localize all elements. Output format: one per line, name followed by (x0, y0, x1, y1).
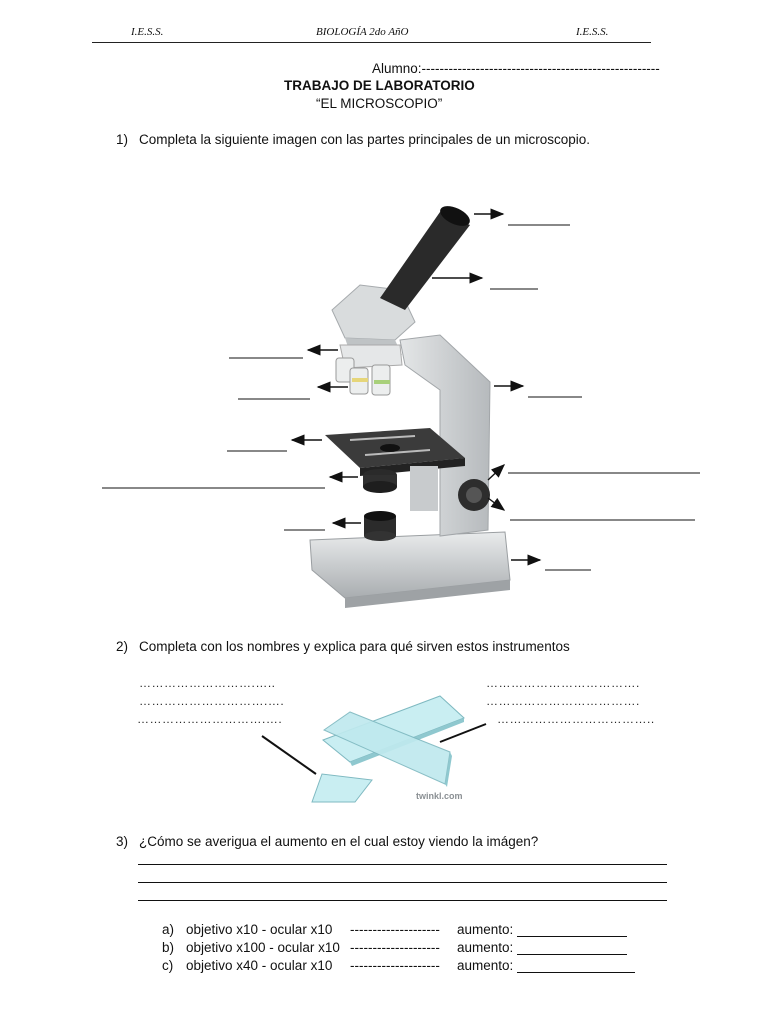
focus-knob-icon (458, 479, 490, 511)
q2-right-dots-3: ……………………………….. (497, 712, 655, 726)
lamp-icon (364, 511, 396, 541)
q1-text: Completa la siguiente imagen con las par… (139, 132, 590, 147)
item-blank (517, 972, 635, 973)
q3-item-b: b) objetivo x100 - ocular x10 ----------… (162, 940, 627, 955)
pointer-lines (261, 723, 487, 775)
item-dashes: -------------------- (350, 958, 440, 973)
q3-item-c: c) objetivo x40 - ocular x10 -----------… (162, 958, 635, 973)
objectives-icon (335, 344, 403, 396)
slides-figure: twinkl.com (261, 695, 487, 803)
item-blank (517, 936, 627, 937)
item-letter: c) (162, 958, 174, 973)
item-label: aumento: (457, 922, 514, 937)
q2-text: Completa con los nombres y explica para … (139, 639, 570, 654)
item-text: objetivo x100 - ocular x10 (186, 940, 340, 955)
header-rule (92, 42, 651, 43)
item-dashes: -------------------- (350, 922, 440, 937)
cover-slip-icon (311, 773, 373, 803)
eyepiece-icon (380, 206, 470, 310)
student-dashes: ----------------------------------------… (421, 61, 660, 76)
header-right: I.E.S.S. (576, 26, 609, 38)
q2-right-dots-2: ………………………………. (486, 694, 640, 708)
q2-left-dots-1: ……………………….….. (139, 676, 276, 690)
header-left: I.E.S.S. (131, 26, 164, 38)
item-dashes: -------------------- (350, 940, 440, 955)
q3-number: 3) (116, 834, 129, 849)
slide-glass-2-icon (322, 711, 452, 787)
q2-number: 2) (116, 639, 129, 654)
item-letter: a) (162, 922, 175, 937)
q3-text: ¿Cómo se averigua el aumento en el cual … (139, 834, 539, 849)
q3-answer-line-1 (138, 864, 667, 865)
label-arrows (290, 208, 542, 566)
watermark: twinkl.com (416, 791, 463, 801)
condenser-icon (363, 466, 438, 511)
header-center: BIOLOGÍA 2do AñO (316, 26, 409, 38)
q1-number: 1) (116, 132, 129, 147)
item-blank (517, 954, 627, 955)
q3-answer-line-2 (138, 882, 667, 883)
q2-left-dots-2: ………………………….…. (139, 694, 285, 708)
q2-left-dots-3: ………………………….…. (137, 712, 283, 726)
student-line: Alumno:---------------------------------… (372, 61, 660, 76)
microscope-figure (102, 206, 700, 608)
item-label: aumento: (457, 958, 514, 973)
q2-right-dots-1: ………………………………. (486, 676, 640, 690)
page-title: TRABAJO DE LABORATORIO (284, 78, 475, 93)
item-letter: b) (162, 940, 175, 955)
page-subtitle: “EL MICROSCOPIO” (316, 96, 443, 111)
item-text: objetivo x10 - ocular x10 (186, 922, 333, 937)
q3-item-a: a) objetivo x10 - ocular x10 -----------… (162, 922, 627, 937)
microscope-base (309, 531, 511, 608)
item-text: objetivo x40 - ocular x10 (186, 958, 333, 973)
item-label: aumento: (457, 940, 514, 955)
q3-answer-line-3 (138, 900, 667, 901)
answer-blanks (102, 224, 700, 571)
student-label: Alumno: (372, 61, 422, 76)
